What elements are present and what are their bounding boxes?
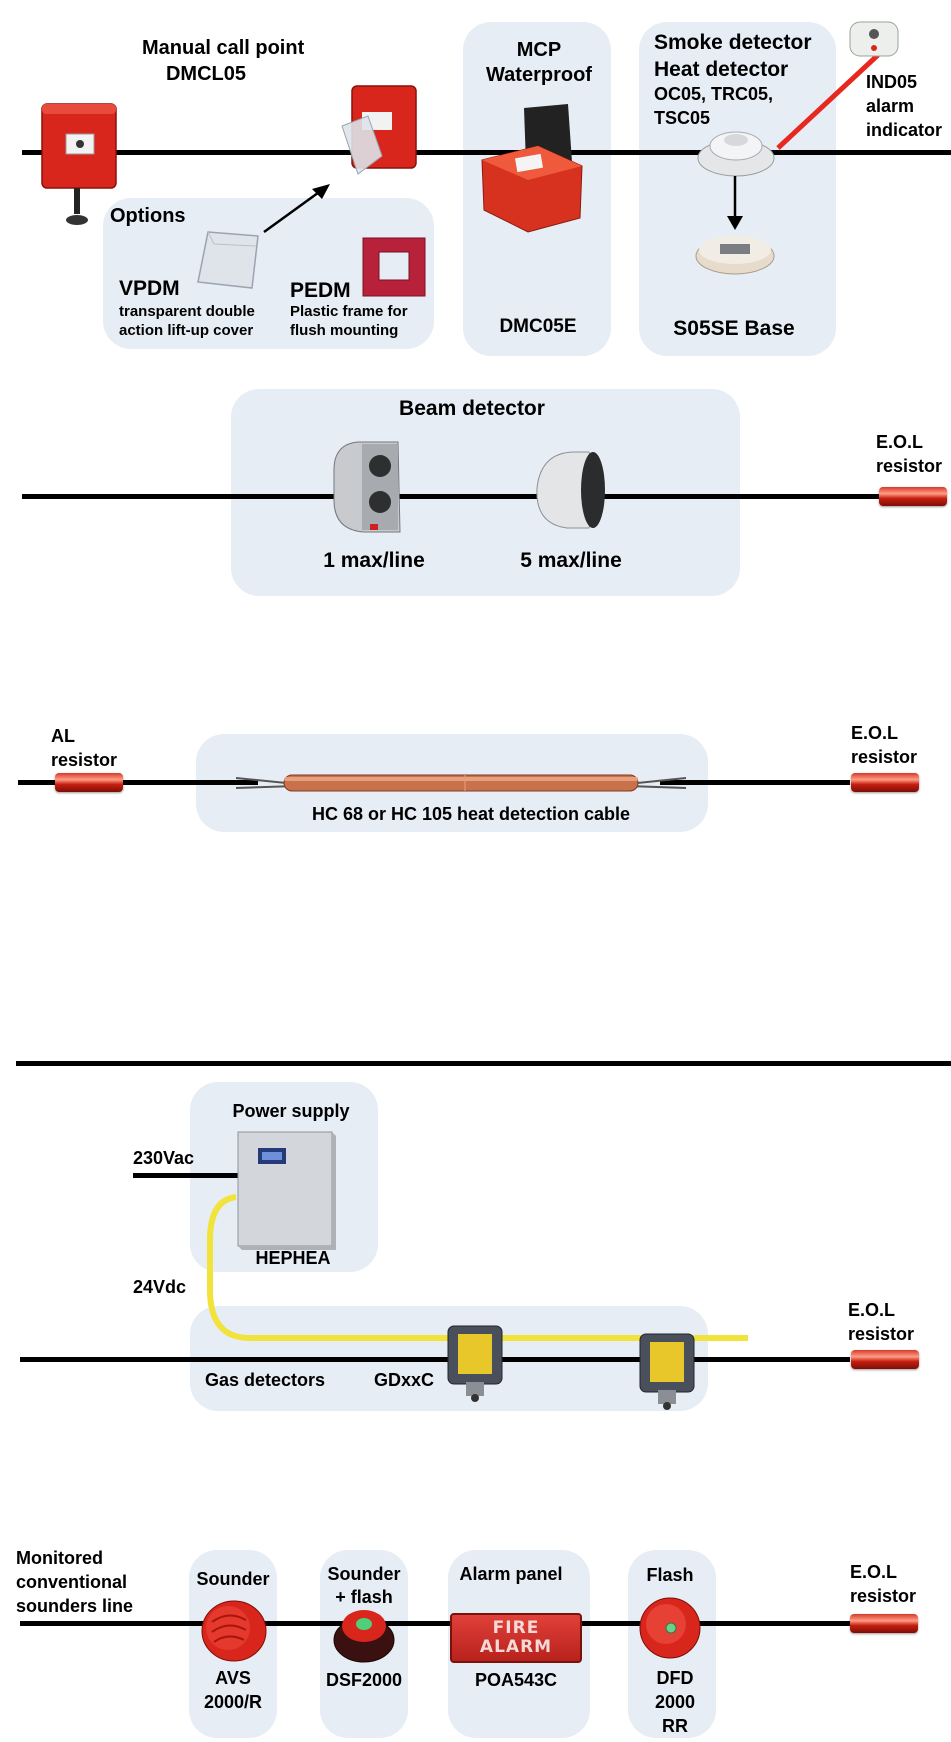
det-title-line1: Smoke detector	[654, 31, 812, 54]
detection-line-4	[20, 1357, 850, 1362]
sf-title-2: + flash	[335, 1587, 393, 1607]
s3-eol-line2: resistor	[851, 747, 918, 767]
detector-to-base-arrow-icon	[727, 176, 743, 230]
vpdm-name: VPDM	[119, 277, 180, 300]
beam-reflector-icon	[536, 451, 605, 529]
panel-text-2: ALARM	[479, 1637, 553, 1657]
sounder-title: Sounder	[196, 1569, 270, 1589]
detector-base-icon	[695, 236, 775, 275]
pedm-desc-line1: Plastic frame for	[290, 303, 408, 320]
det-models-line1: OC05, TRC05,	[654, 84, 774, 104]
beam-detector-panel	[231, 389, 740, 596]
manual-call-point-icon	[41, 103, 117, 225]
sounder-icon	[201, 1600, 267, 1662]
mains-label: 230Vac	[133, 1148, 195, 1168]
psu-title: Power supply	[232, 1101, 350, 1121]
s5-eol-resistor-icon	[850, 1614, 918, 1633]
mcp-with-cover-icon	[341, 85, 417, 175]
flash-model-2: 2000	[654, 1692, 696, 1712]
detector-panel	[639, 22, 836, 356]
supply-wire	[207, 1194, 748, 1341]
flash-model-3: RR	[662, 1716, 688, 1736]
mcp-title-line1: Manual call point	[142, 37, 305, 59]
base-label: S05SE Base	[673, 317, 795, 340]
options-title: Options	[110, 205, 186, 227]
gas-detector-2-icon	[639, 1333, 695, 1410]
det-title-line2: Heat detector	[654, 58, 789, 81]
flash-beacon-icon	[639, 1597, 701, 1659]
line-label-3: sounders line	[16, 1596, 134, 1616]
ind-line1: IND05	[866, 72, 918, 92]
wp-title-line1: MCP	[516, 39, 562, 61]
al-line2: resistor	[51, 750, 118, 770]
s3-eol-line1: E.O.L	[851, 723, 899, 743]
s4-eol-line2: resistor	[848, 1324, 915, 1344]
al-resistor-icon	[55, 773, 123, 792]
vpdm-desc-line2: action lift-up cover	[119, 322, 254, 339]
line-label-2: conventional	[16, 1572, 128, 1592]
panel-title: Alarm panel	[459, 1564, 563, 1584]
beam-left-limit: 1 max/line	[323, 549, 425, 572]
separator-line	[16, 1061, 951, 1066]
wp-title-line2: Waterproof	[486, 64, 592, 86]
gas-model: GDxxC	[374, 1370, 435, 1390]
waterproof-mcp-icon	[481, 104, 583, 233]
s2-eol-resistor-icon	[879, 487, 947, 506]
alarm-indicator-icon	[849, 21, 899, 57]
detection-line-2	[22, 494, 882, 499]
heat-cable-label: HC 68 or HC 105 heat detection cable	[311, 804, 631, 824]
al-line1: AL	[51, 726, 75, 746]
s4-eol-resistor-icon	[851, 1350, 919, 1369]
s5-eol-line1: E.O.L	[850, 1562, 898, 1582]
ind-line2: alarm	[866, 96, 915, 116]
flash-model-1: DFD	[656, 1668, 694, 1688]
gas-detector-1-icon	[447, 1325, 503, 1402]
s3-eol-resistor-icon	[851, 773, 919, 792]
psu-model: HEPHEA	[255, 1248, 331, 1268]
mcp-title-line2: DMCL05	[165, 63, 247, 85]
smoke-detector-icon	[697, 131, 775, 177]
vpdm-cover-icon	[197, 231, 259, 289]
gas-label: Gas detectors	[205, 1370, 326, 1390]
vpdm-desc-line1: transparent double	[119, 303, 255, 320]
option-arrow-icon	[263, 184, 330, 234]
detection-line-1	[22, 150, 951, 155]
beam-right-limit: 5 max/line	[520, 549, 622, 572]
indicator-wire	[776, 53, 880, 150]
fire-alarm-panel-icon: FIRE ALARM	[450, 1613, 582, 1663]
panel-text-1: FIRE	[492, 1618, 540, 1638]
heat-detection-cable-icon	[235, 774, 687, 792]
sounder-flash-icon	[333, 1610, 395, 1663]
ind-line3: indicator	[866, 120, 943, 140]
s4-eol-line1: E.O.L	[848, 1300, 896, 1320]
sounder-model-1: AVS	[215, 1668, 251, 1688]
beam-transmitter-icon	[333, 441, 401, 533]
s2-eol-line2: resistor	[876, 456, 943, 476]
pedm-frame-icon	[362, 237, 426, 297]
flash-title: Flash	[646, 1565, 694, 1585]
pedm-desc-line2: flush mounting	[290, 322, 399, 339]
detection-line-3	[18, 780, 258, 785]
dc-label: 24Vdc	[133, 1277, 187, 1297]
mains-wire	[133, 1173, 243, 1178]
sounder-model-2: 2000/R	[203, 1692, 263, 1712]
wp-model: DMC05E	[499, 316, 577, 337]
sf-title-1: Sounder	[327, 1564, 401, 1584]
pedm-name: PEDM	[290, 279, 351, 302]
sounders-line	[20, 1621, 850, 1626]
detection-line-3-right	[660, 780, 850, 785]
line-label-1: Monitored	[16, 1548, 103, 1568]
s5-eol-line2: resistor	[850, 1586, 917, 1606]
s2-eol-line1: E.O.L	[876, 432, 924, 452]
sf-model: DSF2000	[325, 1670, 403, 1690]
power-supply-unit-icon	[237, 1131, 336, 1250]
panel-model: POA543C	[474, 1670, 558, 1690]
det-models-line2: TSC05	[654, 108, 711, 128]
beam-title: Beam detector	[399, 397, 545, 420]
